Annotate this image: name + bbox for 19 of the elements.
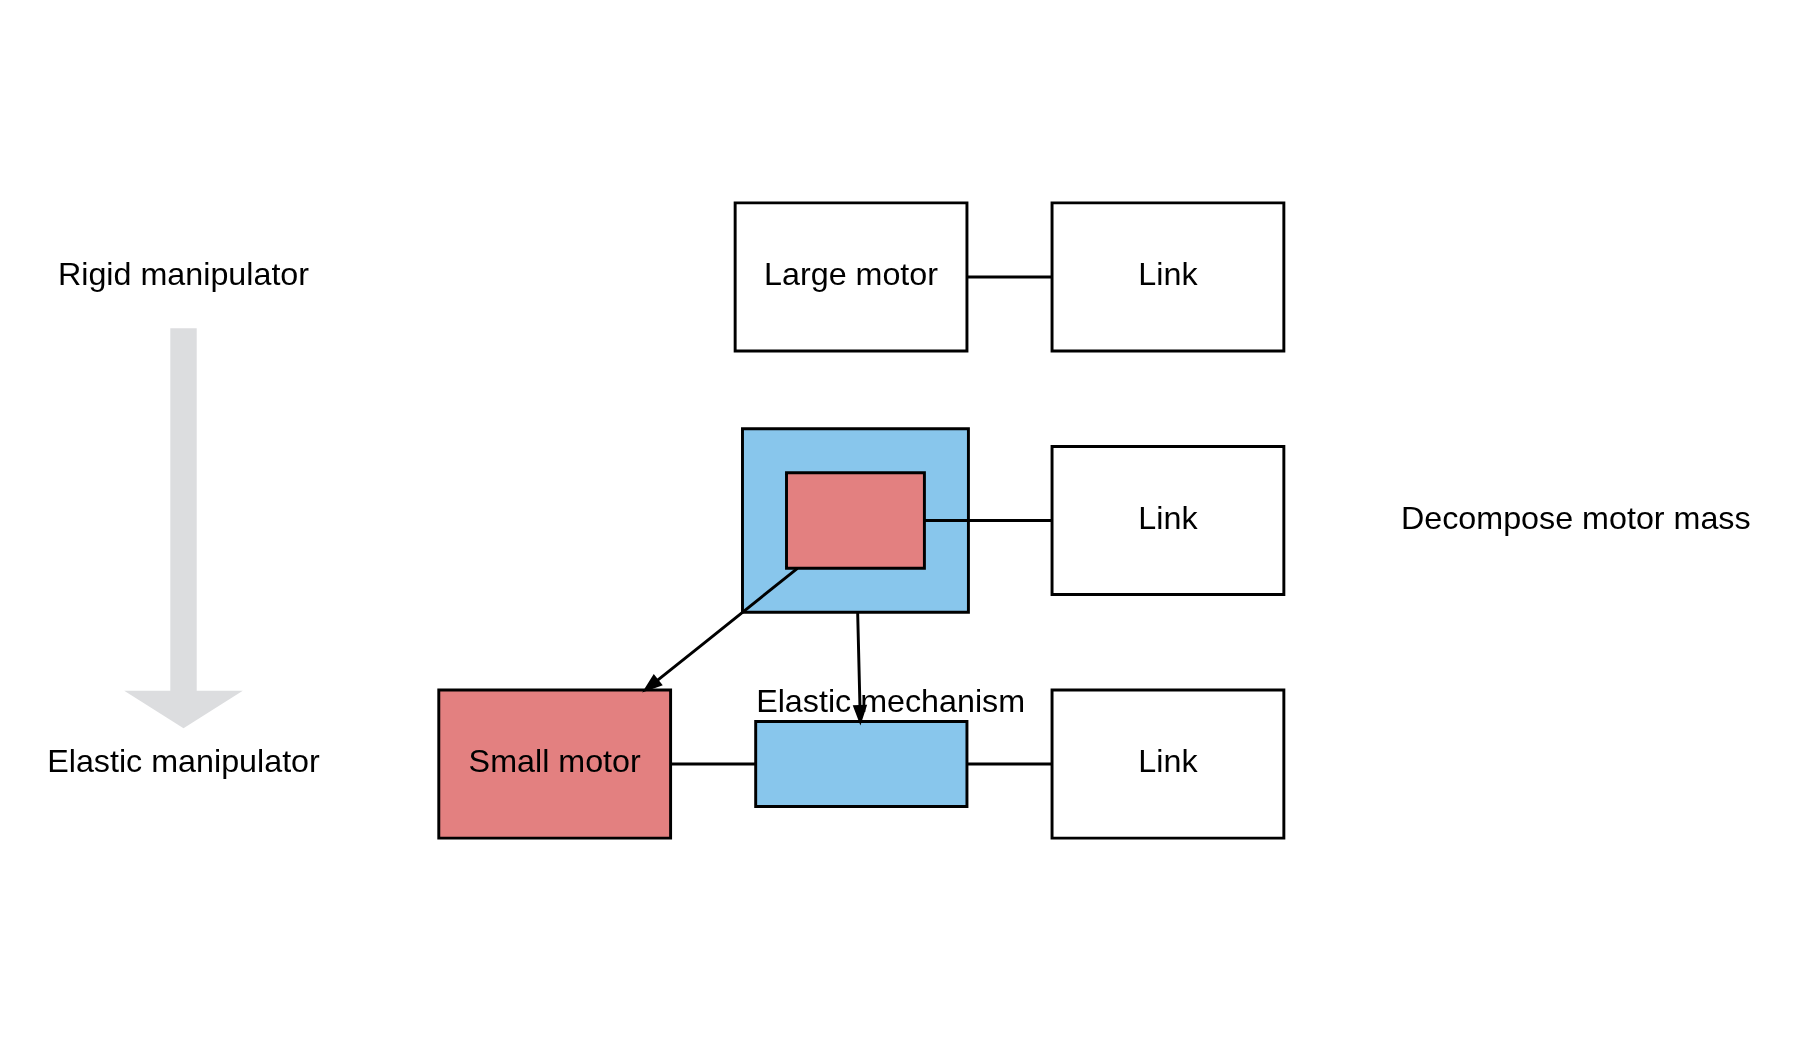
- node-box: Link: [1050, 688, 1286, 840]
- node-text: Decompose motor mass: [1400, 499, 1751, 536]
- connector: [924, 518, 1052, 522]
- connector: [967, 275, 1052, 278]
- cluster: [741, 426, 970, 614]
- node-text: Elastic manipulator: [47, 742, 320, 779]
- connector: [967, 762, 1052, 765]
- connector: [670, 762, 756, 765]
- node-text: Rigid manipulator: [57, 255, 310, 292]
- arrow: [852, 611, 868, 726]
- arrow: [124, 327, 243, 728]
- arrow: [642, 566, 799, 693]
- node-box: Small motor: [437, 688, 673, 840]
- node-box: Link: [1050, 444, 1286, 596]
- node-box: Large motor: [733, 200, 969, 352]
- node-box: [754, 719, 969, 808]
- node-box: Link: [1050, 200, 1286, 352]
- node-box: [785, 470, 926, 570]
- node-label: Elastic mechanism: [756, 682, 1026, 719]
